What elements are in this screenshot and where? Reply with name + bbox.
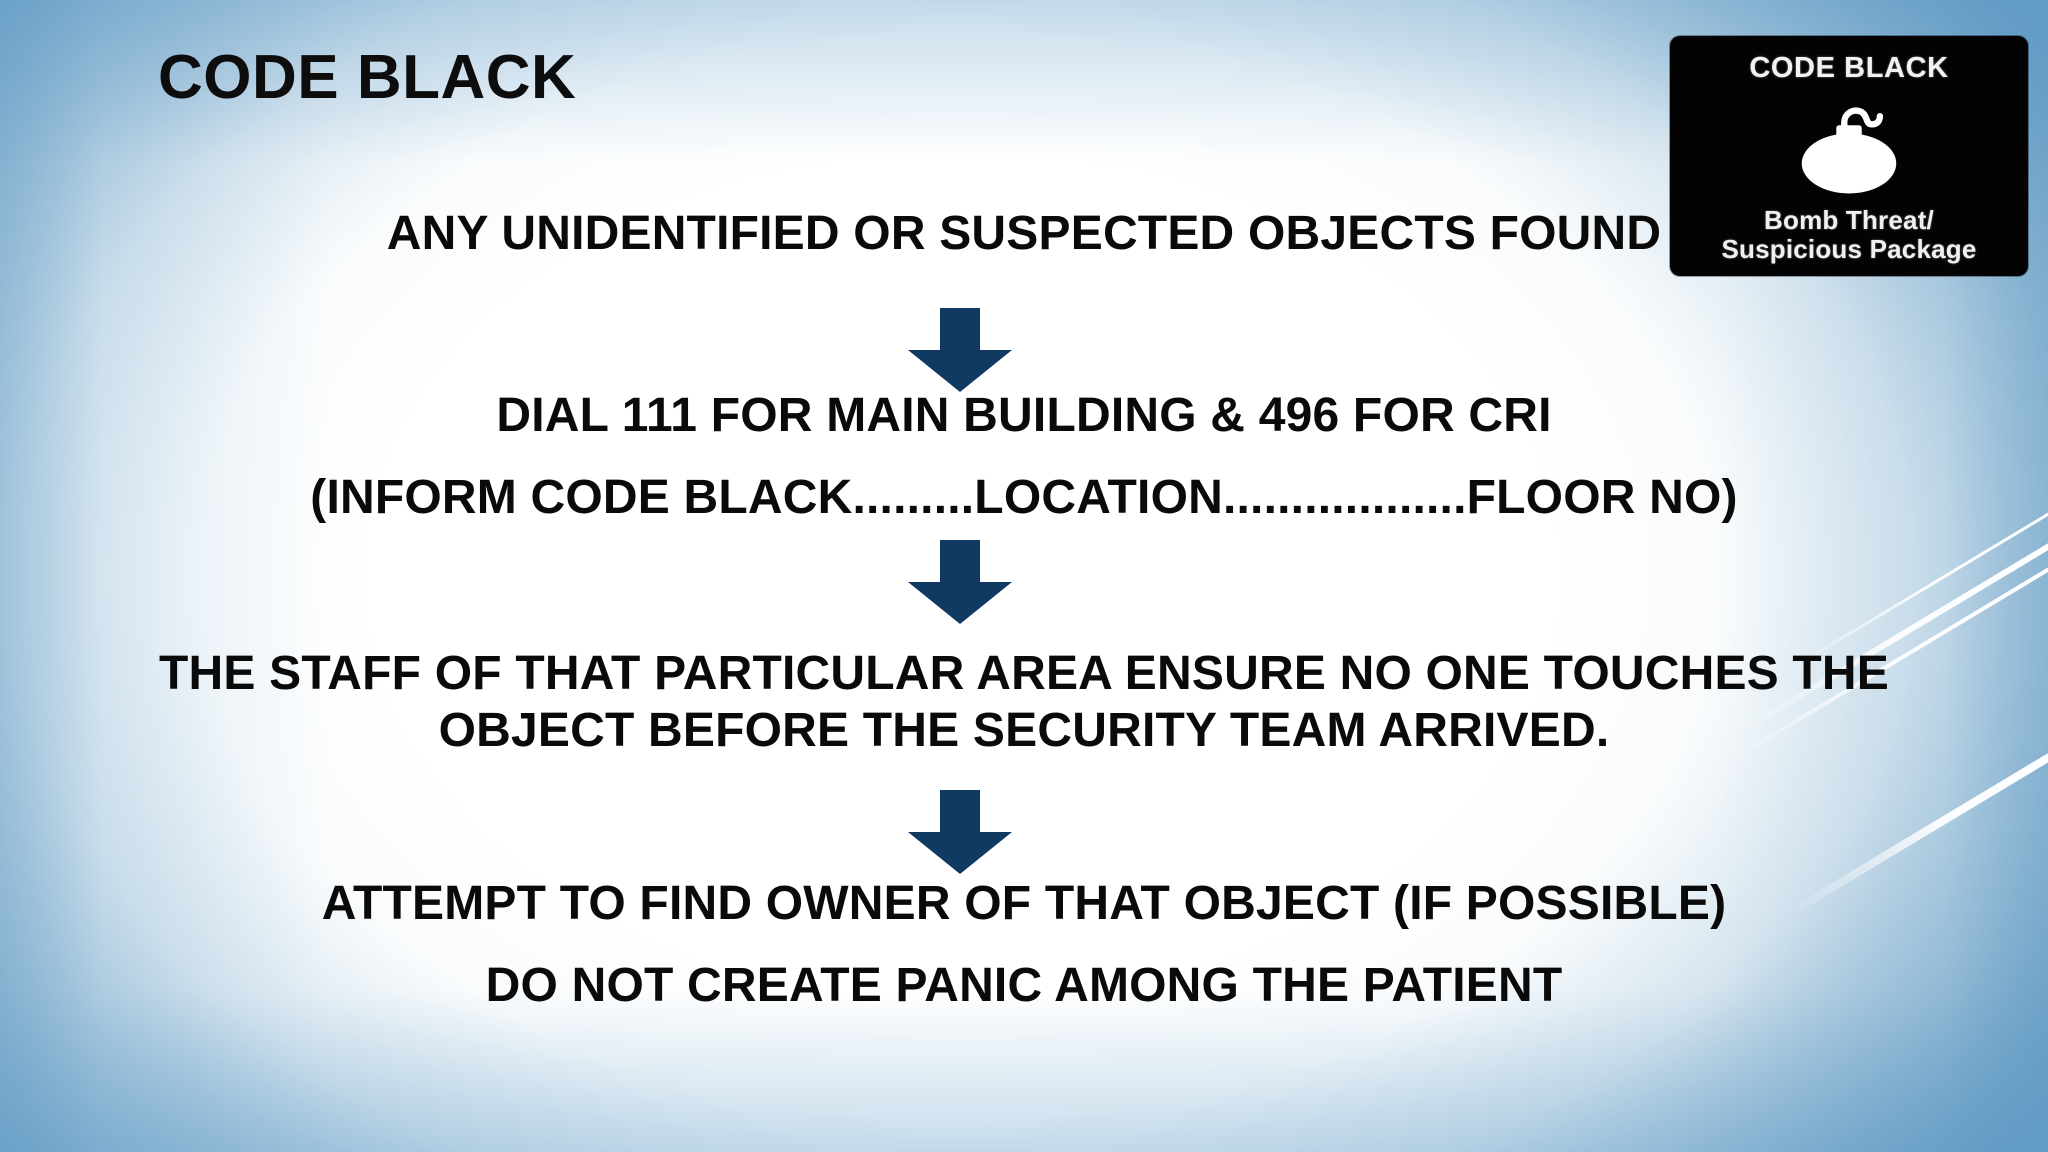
down-arrow-2 [908,540,1012,624]
badge-title: CODE BLACK [1749,52,1949,84]
flow-step-3-text: THE STAFF OF THAT PARTICULAR AREA ENSURE… [158,647,1890,757]
flow-step-4-line-1: ATTEMPT TO FIND OWNER OF THAT OBJECT (IF… [321,877,1727,930]
code-black-badge: CODE BLACK Bomb Threat/ Suspicious Packa… [1670,36,2028,276]
bomb-icon [1670,98,2028,198]
flow-step-1-text: ANY UNIDENTIFIED OR SUSPECTED OBJECTS FO… [386,207,1662,260]
badge-caption: Bomb Threat/ Suspicious Package [1670,204,2028,264]
page-title: CODE BLACK [158,43,577,112]
flow-step-4-line-2: DO NOT CREATE PANIC AMONG THE PATIENT [485,959,1563,1012]
badge-caption-line-2: Suspicious Package [1721,233,1977,264]
flow-step-2-line-2: (INFORM CODE BLACK.........LOCATION.....… [310,471,1738,524]
flow-step-2-line-1: DIAL 111 FOR MAIN BUILDING & 496 FOR CRI [496,389,1552,442]
down-arrow-1 [908,308,1012,392]
down-arrow-3 [908,790,1012,874]
badge-caption-line-1: Bomb Threat/ [1764,204,1934,235]
